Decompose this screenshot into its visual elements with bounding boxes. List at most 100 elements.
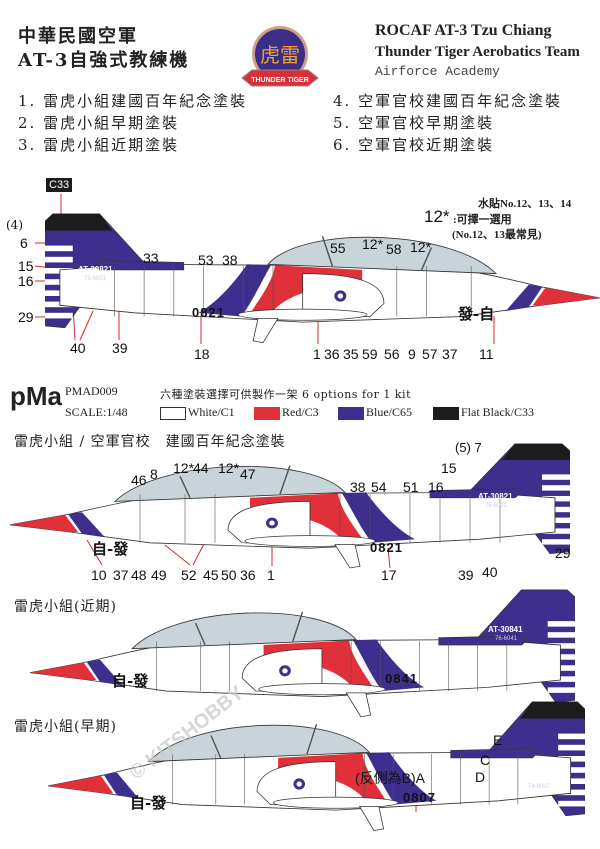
callout-label: 50 — [221, 567, 237, 583]
legend-white: White/C1 — [188, 405, 235, 419]
aircraft-2-registration: AT-30821 — [478, 492, 513, 501]
callout-label: 37 — [113, 567, 129, 583]
callout-label: 8 — [150, 466, 158, 482]
callout-label: 44 — [193, 460, 209, 476]
callout-label: 15 — [18, 258, 34, 274]
callout-label: 53 — [198, 252, 214, 268]
badge-text: THUNDER TIGER — [251, 77, 309, 84]
pma-logo: pMa — [10, 381, 62, 412]
callout-label: 36 — [324, 346, 340, 362]
aircraft-1-profile — [44, 212, 600, 352]
callout-label: 6 — [20, 235, 28, 251]
callout-label: 1 — [267, 567, 275, 583]
callout-label: 16 — [18, 273, 34, 289]
callout-label: 46 — [131, 472, 147, 488]
note-line2: :可擇一選用 — [453, 214, 512, 226]
legend-red: Red/C3 — [282, 405, 319, 419]
jet-drawing — [38, 701, 586, 832]
callout-label: 12* — [362, 236, 384, 252]
aircraft-2-fuselage-cn: 自-發 — [92, 540, 129, 558]
aircraft-1-tail-serial: 75-6021 — [84, 276, 107, 282]
callout-label: 39 — [458, 567, 474, 583]
title-en-line1: ROCAF AT-3 Tzu Chiang — [375, 22, 552, 39]
aircraft-4-profile — [38, 700, 586, 840]
callout-label: 33 — [143, 250, 159, 266]
callout-label: 36 — [240, 567, 256, 583]
callout-label: 12* — [218, 460, 240, 476]
aircraft-4-fuselage-cn: 自-發 — [130, 794, 167, 812]
callout-label: 11 — [479, 346, 494, 362]
c33-tag: C33 — [46, 178, 73, 192]
jet-drawing — [44, 213, 600, 344]
callout-label: 55 — [330, 240, 346, 256]
aircraft-2-fuselage-serial: 0821 — [370, 540, 403, 555]
title-en-line2: Thunder Tiger Aerobatics Team — [375, 44, 580, 60]
badge-glyphs: 虎雷 — [260, 43, 300, 67]
thunder-tiger-badge-logo: 虎雷 THUNDER TIGER — [240, 22, 320, 94]
kit-scale: SCALE:1/48 — [65, 405, 128, 419]
jet-drawing — [20, 589, 576, 718]
callout-label: 39 — [112, 340, 128, 356]
callout-label: 57 — [422, 346, 438, 362]
swatch-red — [254, 407, 280, 420]
note-line1: 水貼No.12、13、14 — [478, 198, 572, 210]
aircraft-4-tail-serial: 74-6007 — [528, 784, 551, 790]
callout-label: 45 — [203, 567, 219, 583]
option-4: 4. 空軍官校建國百年紀念塗裝 — [333, 92, 563, 110]
callout-label: 16 — [428, 479, 444, 495]
callout-label: 47 — [240, 466, 256, 482]
aircraft-2-option-tag: (5) 7 — [455, 440, 482, 455]
aircraft-4-fuselage-serial: 0807 — [403, 790, 436, 805]
callout-label: 48 — [131, 567, 147, 583]
callout-label: 1 — [313, 346, 321, 362]
option-2: 2. 雷虎小組早期塗裝 — [18, 114, 180, 132]
title-cn-line2: AT-3自強式教練機 — [18, 50, 190, 71]
swatch-blue — [338, 407, 364, 420]
legend-blue: Blue/C65 — [366, 405, 413, 419]
aircraft-3-fuselage-cn: 自-發 — [112, 672, 149, 690]
aircraft-2-profile — [0, 442, 571, 577]
callout-label: 56 — [384, 346, 400, 362]
callout-label: 49 — [151, 567, 167, 583]
option-3: 3. 雷虎小組近期塗裝 — [18, 136, 180, 154]
title-en-line3: Airforce Academy — [375, 64, 500, 79]
callout-label: 37 — [442, 346, 458, 362]
option-1: 1. 雷虎小組建國百年紀念塗裝 — [18, 92, 248, 110]
aircraft-3-profile — [20, 588, 576, 726]
aircraft-1-registration: AT-30821 — [78, 265, 113, 274]
callout-label: D — [475, 769, 486, 785]
title-cn-line1: 中華民國空軍 — [18, 26, 138, 47]
aircraft-1-option-tag: (4) — [6, 218, 23, 232]
callout-label: 58 — [386, 241, 402, 257]
callout-label: 38 — [222, 252, 238, 268]
callout-label: 51 — [403, 479, 419, 495]
section-title-2: 雷虎小組 / 空軍官校 建國百年紀念塗裝 — [14, 434, 286, 450]
note-star: 12* — [424, 207, 450, 226]
callout-label: 18 — [194, 346, 210, 362]
swatch-black — [433, 407, 459, 420]
kit-code: PMAD009 — [65, 384, 118, 398]
legend-black: Flat Black/C33 — [461, 405, 534, 419]
section-title-3: 雷虎小組(近期) — [14, 599, 117, 615]
callout-label: E — [493, 732, 503, 748]
callout-label: 59 — [362, 346, 378, 362]
option-6: 6. 空軍官校近期塗裝 — [333, 136, 495, 154]
section-title-4: 雷虎小組(早期) — [14, 719, 117, 735]
aircraft-3-tail-serial: 76-6041 — [495, 636, 518, 642]
aircraft-3-fuselage-serial: 0841 — [385, 671, 418, 686]
callout-label: 52 — [181, 567, 197, 583]
callout-label: 40 — [70, 340, 86, 356]
swatch-white — [160, 407, 186, 420]
aircraft-1-fuselage-serial: 0821 — [192, 305, 225, 320]
pma-logo-text: pMa — [10, 381, 62, 411]
callout-label: C — [480, 752, 491, 768]
callout-label: 12* — [410, 239, 432, 255]
callout-label: 12* — [173, 460, 195, 476]
callout-label: 38 — [350, 479, 366, 495]
aircraft-2-tail-serial: 75-6021 — [485, 503, 508, 509]
callout-label: 29 — [18, 309, 34, 325]
callout-label: 15 — [441, 460, 457, 476]
callout-label: 35 — [343, 346, 359, 362]
options-note: 六種塗裝選擇可供製作一架 6 options for 1 kit — [160, 388, 411, 401]
